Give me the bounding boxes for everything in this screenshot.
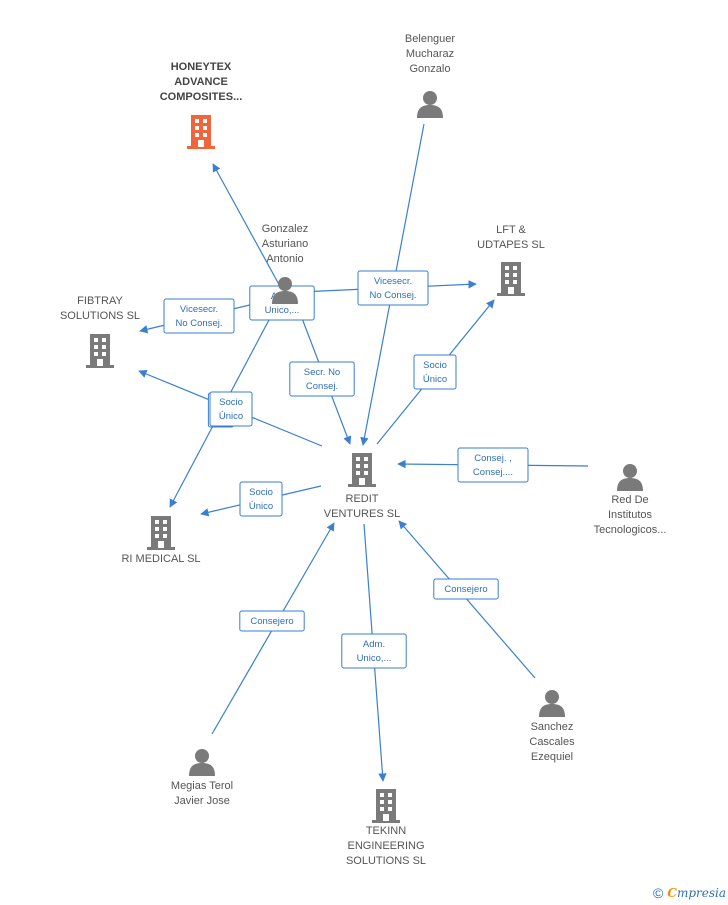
- relation-label: Socio: [219, 397, 243, 408]
- node-label: Red De: [611, 494, 648, 506]
- relation-label: Único: [249, 501, 273, 512]
- relation-badge-gonzalez-lft[interactable]: Vicesecr. No Consej.: [357, 270, 429, 306]
- node-red[interactable]: Red De InstitutosTecnologicos...: [594, 464, 667, 536]
- copyright-icon: ©: [653, 885, 664, 901]
- building-icon: [86, 334, 114, 368]
- nodes-layer: HONEYTEX ADVANCE COMPOSITES... BelenguerMuc…: [60, 33, 666, 867]
- relation-badge-box: [433, 578, 499, 600]
- person-icon: [539, 690, 565, 717]
- node-lft[interactable]: LFT & UDTAPES SL: [477, 224, 545, 296]
- relation-badge-megias-redit[interactable]: Consejero: [239, 610, 305, 632]
- relation-badge-box: [457, 447, 529, 483]
- relation-label: Unico,...: [357, 653, 392, 664]
- node-label: RI MEDICAL SL: [121, 553, 200, 565]
- relation-label: Secr. No: [304, 367, 340, 378]
- node-label: Belenguer: [405, 33, 455, 45]
- node-label: LFT &: [496, 224, 526, 236]
- relation-badge-box: [289, 361, 355, 397]
- building-icon: [372, 789, 400, 823]
- relation-label: Vicesecr.: [180, 304, 218, 315]
- relation-label: No Consej.: [370, 290, 417, 301]
- relation-badge-box: [413, 354, 457, 390]
- relation-label: No Consej.: [176, 318, 223, 329]
- node-label: Ezequiel: [531, 751, 573, 763]
- relation-badge-redit-tekinn[interactable]: Adm. Unico,...: [341, 633, 407, 669]
- node-label: Javier Jose: [174, 795, 230, 807]
- node-tekinn[interactable]: TEKINN ENGINEERING SOLUTIONS SL: [346, 789, 426, 867]
- relation-label: Vicesecr.: [374, 276, 412, 287]
- node-label: REDIT: [346, 493, 379, 505]
- node-rimedical[interactable]: RI MEDICAL SL: [121, 516, 201, 565]
- building-icon: [348, 453, 376, 487]
- node-label: HONEYTEX: [171, 61, 232, 73]
- node-label: COMPOSITES...: [160, 91, 243, 103]
- relation-badge-gonzalez-redit[interactable]: Secr. No Consej.: [289, 361, 355, 397]
- relation-label: Unico,...: [265, 305, 300, 316]
- relation-badge-box: [357, 270, 429, 306]
- person-icon: [417, 91, 443, 118]
- building-icon: [147, 516, 175, 550]
- node-label: ADVANCE: [174, 76, 228, 88]
- node-label: Gonzalo: [410, 63, 451, 75]
- node-label: TEKINN: [366, 825, 406, 837]
- node-label: FIBTRAY: [77, 295, 123, 307]
- relation-badge-box: [239, 610, 305, 632]
- node-label: SOLUTIONS SL: [60, 310, 140, 322]
- relation-label: Único: [219, 411, 243, 422]
- node-label: Sanchez: [531, 721, 574, 733]
- edge-gonzalez-honeytex: [212, 163, 283, 291]
- node-label: Institutos: [608, 509, 653, 521]
- node-label: VENTURES SL: [324, 508, 400, 520]
- node-label: UDTAPES SL: [477, 239, 545, 251]
- relation-badge-box: [239, 481, 283, 517]
- node-label: Cascales: [529, 736, 575, 748]
- relation-label: Consejero: [444, 584, 487, 595]
- footer-brand[interactable]: © Cmpresia: [653, 885, 726, 901]
- relation-label: Adm.: [363, 639, 385, 650]
- relation-label: Único: [423, 374, 447, 385]
- badges-layer: Adm.Unico,...Vicesecr.No Consej.Vicesecr…: [163, 270, 529, 669]
- relation-badge-box: [163, 298, 235, 334]
- node-label: Megias Terol: [171, 780, 233, 792]
- node-fibtray[interactable]: FIBTRAY SOLUTIONS SL: [60, 295, 140, 368]
- node-label: Gonzalez: [262, 223, 308, 235]
- node-redit[interactable]: REDIT VENTURES SL: [324, 453, 400, 520]
- building-icon: [497, 262, 525, 296]
- node-label: Tecnologicos...: [594, 524, 667, 536]
- relation-label: Consej....: [473, 467, 513, 478]
- relation-badge-sanchez-redit[interactable]: Consejero: [433, 578, 499, 600]
- node-honeytex[interactable]: HONEYTEX ADVANCE COMPOSITES...: [160, 61, 243, 149]
- brand-logo: Cmpresia: [667, 886, 726, 900]
- relation-label: Consejero: [250, 616, 293, 627]
- node-label: ENGINEERING: [347, 840, 424, 852]
- building-icon: [187, 115, 215, 149]
- person-icon: [617, 464, 643, 491]
- node-label: Mucharaz: [406, 48, 454, 60]
- relation-badge-gonzalez-fibtray[interactable]: Vicesecr. No Consej.: [163, 298, 235, 334]
- relation-badge-red-redit[interactable]: Consej. , Consej....: [457, 447, 529, 483]
- relation-badge-box: [341, 633, 407, 669]
- relation-label: Socio: [423, 360, 447, 371]
- relation-label: Consej. ,: [474, 453, 512, 464]
- relation-label: Consej.: [306, 381, 338, 392]
- relation-label: Socio: [249, 487, 273, 498]
- node-label: Asturiano: [262, 238, 308, 250]
- node-label: Antonio: [266, 253, 303, 265]
- person-icon: [189, 749, 215, 776]
- node-label: SOLUTIONS SL: [346, 855, 426, 867]
- relation-badge-box: [209, 391, 253, 427]
